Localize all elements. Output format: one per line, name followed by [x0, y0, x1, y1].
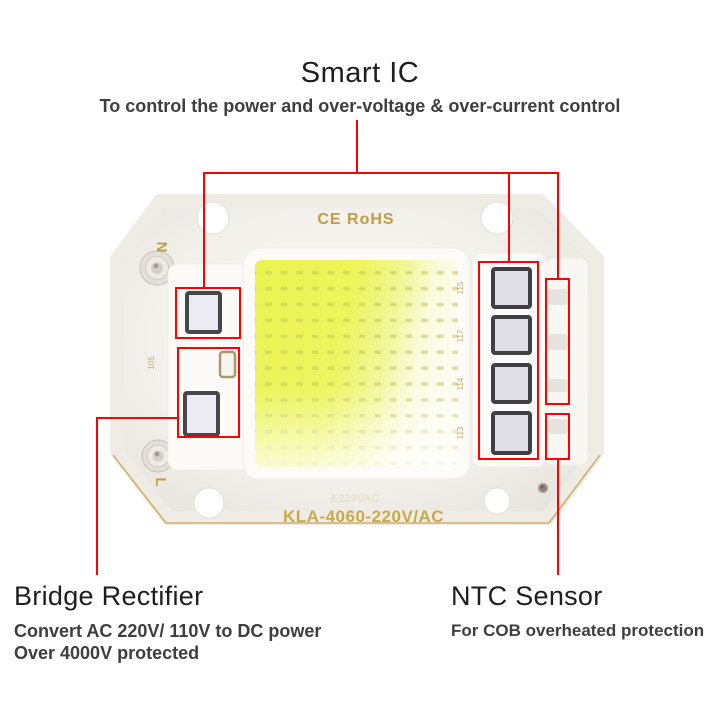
bridge-rectifier-title: Bridge Rectifier [14, 581, 204, 611]
callout-vline-bridge-label [96, 417, 98, 575]
terminal-label-l: L [152, 477, 169, 486]
callout-drop-bridge [203, 172, 205, 287]
faint-marking-text: E220VAC [331, 493, 379, 505]
ntc-solder-pads [548, 289, 568, 434]
smart-ic-description: To control the power and over-voltage & … [99, 96, 621, 116]
callout-hline-bridge-label [96, 417, 177, 419]
pcb-via-dot [537, 482, 549, 494]
callout-box-ntc-small [545, 413, 570, 460]
terminal-label-n: N [153, 242, 170, 253]
mounting-hole-top-right [480, 201, 514, 235]
cert-marking-text: CE RoHS [317, 211, 394, 228]
bridge-chip-2 [183, 391, 220, 437]
bridge-rectifier-description-line1: Convert AC 220V/ 110V to DC power [14, 621, 322, 641]
component-ref-1: 115 [456, 281, 465, 294]
callout-box-bridge-chip-1 [175, 287, 241, 339]
mounting-hole-bottom-right [483, 487, 511, 515]
callout-drop-smart-ic [508, 172, 510, 261]
screw-terminal-n-pad [139, 250, 175, 286]
bridge-chip-1 [185, 291, 222, 334]
left-ref-label: 105 [147, 356, 156, 370]
model-marking-text: KLA-4060-220V/AC [283, 507, 444, 526]
component-ref-2: 117 [456, 329, 465, 342]
bridge-passive-component [218, 350, 237, 379]
callout-box-smart-ic [478, 261, 539, 460]
callout-box-bridge-chip-2 [177, 347, 240, 438]
pcb-gold-edge [112, 454, 601, 524]
callout-box-ntc-tall [545, 278, 570, 405]
callout-drop-ntc [557, 172, 559, 278]
ntc-sensor-title: NTC Sensor [451, 581, 603, 611]
component-ref-3: 114 [456, 377, 465, 390]
mounting-hole-top-left [196, 201, 230, 235]
component-ref-4: 113 [456, 426, 465, 439]
smart-ic-chips [487, 263, 536, 459]
bridge-rectifier-annotation: Bridge Rectifier Convert AC 220V/ 110V t… [14, 580, 374, 664]
bridge-rectifier-description-line2: Over 4000V protected [14, 643, 200, 663]
ntc-sensor-annotation: NTC Sensor For COB overheated protection [451, 580, 720, 642]
callout-hline-smart-ic [203, 172, 559, 174]
smart-ic-title: Smart IC [300, 57, 420, 89]
led-emitter [255, 260, 458, 467]
callout-stem-smart-ic [356, 120, 358, 173]
mounting-hole-bottom-left [193, 487, 225, 519]
smart-ic-annotation: Smart IC To control the power and over-v… [0, 56, 720, 117]
callout-vline-ntc-label [557, 460, 559, 575]
ntc-sensor-description: For COB overheated protection [451, 621, 705, 640]
